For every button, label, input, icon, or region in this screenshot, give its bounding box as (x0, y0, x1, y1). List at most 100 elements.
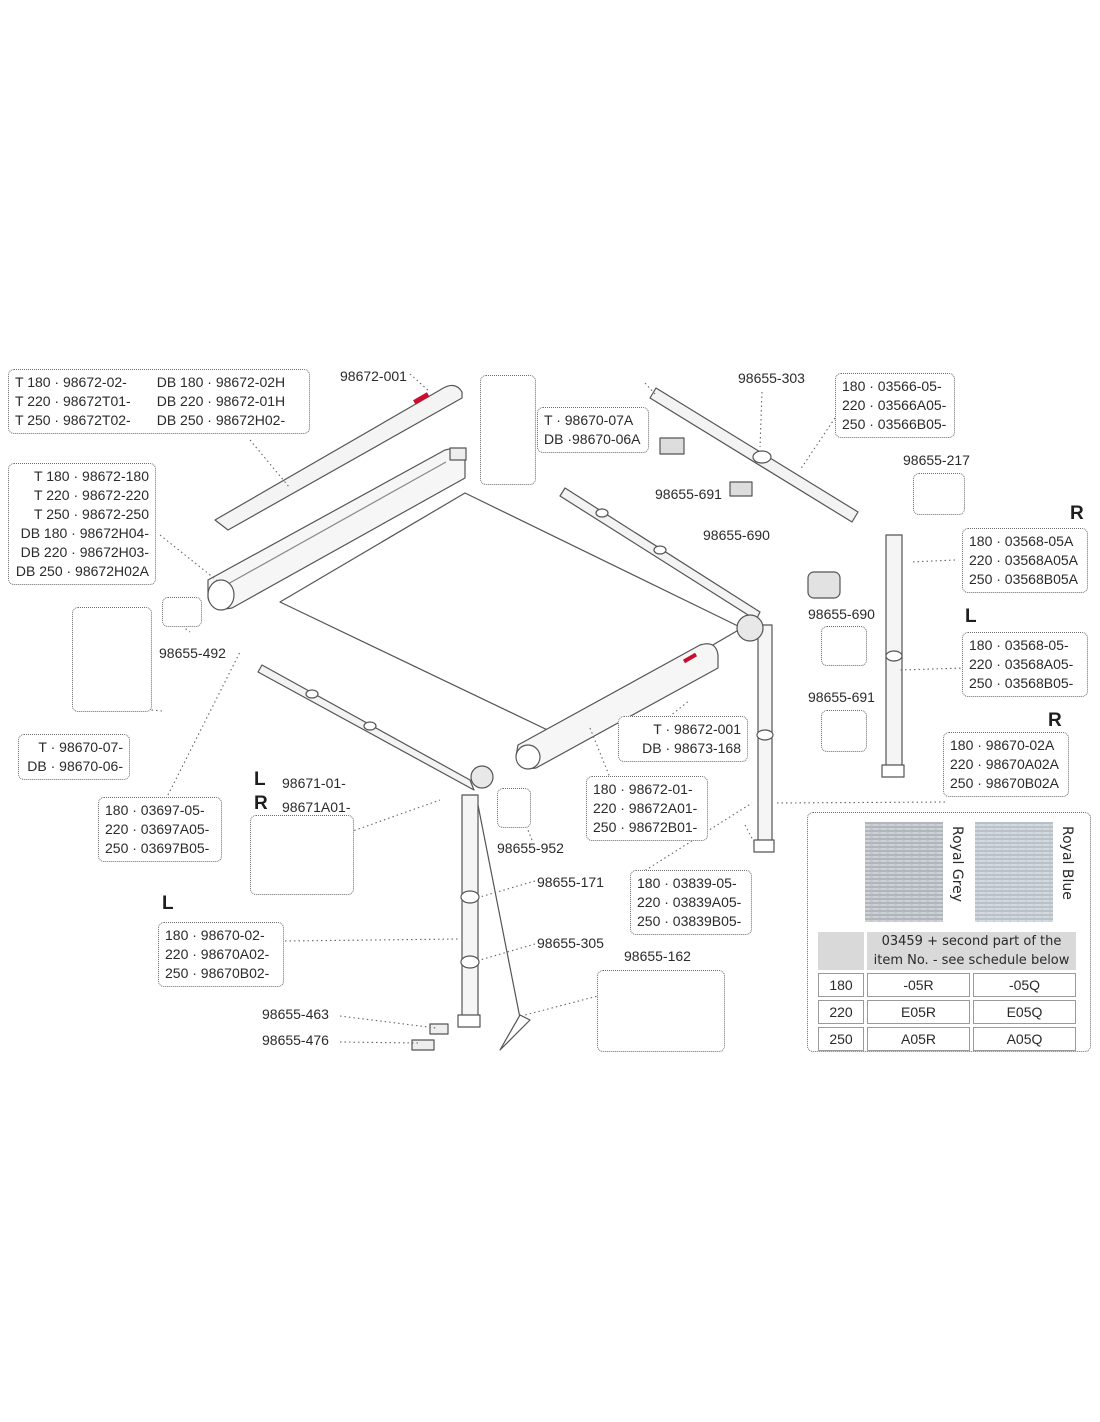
part-line: 220 · 03697A05- (105, 821, 210, 837)
part-line: T 250 · 98672T02- (15, 412, 131, 428)
part-line: 180 · 03839-05- (637, 875, 737, 891)
part-line: T 250 · 98672-250 (34, 506, 149, 522)
part-line: 250 · 03839B05- (637, 913, 742, 929)
side-mark-left: L (965, 606, 977, 627)
part-line: DB · 98673-168 (642, 740, 741, 756)
label-98655-217: 98655-217 (903, 452, 970, 468)
part-line: DB 180 · 98672-02H (156, 374, 286, 390)
part-line: DB · 98670-06- (27, 758, 123, 774)
blue-code-cell: A05Q (973, 1027, 1076, 1051)
part-line: 220 · 03839A05- (637, 894, 742, 910)
part-line: 250 · 03568B05- (969, 675, 1074, 691)
part-line: DB 180 · 98672H04- (20, 525, 149, 541)
left-leg (461, 794, 479, 1026)
part-line: 220 · 98670A02A (950, 756, 1059, 772)
grey-code-cell: E05R (867, 1000, 970, 1024)
clip-691-frame (821, 710, 867, 752)
schedule-corner (818, 932, 864, 970)
label-98672-001: 98672-001 (340, 368, 407, 384)
part-line: DB ·98670-06A (544, 431, 641, 447)
table-row: 250 A05R A05Q (818, 1027, 1076, 1051)
schedule-header: 03459 + second part of the item No. - se… (867, 932, 1076, 970)
part-line: 180 · 98672-01- (593, 781, 693, 797)
part-line: DB 250 · 98672H02- (156, 412, 286, 428)
cap-690 (729, 481, 753, 497)
swatch-royal-blue (975, 822, 1053, 922)
part-line: 220 · 03568A05- (969, 656, 1074, 672)
end-cap-right-frame (480, 375, 536, 485)
brand-logo-mark (413, 392, 430, 405)
table-row: 220 E05R E05Q (818, 1000, 1076, 1024)
storm-kit-frame (597, 970, 725, 1052)
label-98655-476: 98655-476 (262, 1032, 329, 1048)
part-line: 180 · 03566-05- (842, 378, 942, 394)
left-rafter-box: 180 · 03697-05- 220 · 03697A05- 250 · 03… (98, 797, 222, 862)
fabric-swatches (865, 822, 1053, 922)
front-profile-parts-box: T 180 · 98672-02- T 220 · 98672T01- T 25… (8, 369, 310, 434)
part-line: 250 · 98670B02- (165, 965, 270, 981)
part-line: 180 · 98670-02- (165, 927, 265, 943)
label-98655-303: 98655-303 (738, 370, 805, 386)
part-line: 220 · 03568A05A (969, 552, 1078, 568)
side-mark-left: L (162, 893, 174, 914)
mid-leg-box: 180 · 03839-05- 220 · 03839A05- 250 · 03… (630, 870, 752, 935)
part-line: 220 · 98670A02- (165, 946, 270, 962)
part-line: DB 220 · 98672H03- (20, 544, 149, 560)
right-leg-l-box: 180 · 03568-05- 220 · 03568A05- 250 · 03… (962, 632, 1088, 697)
part-line: 220 · 03566A05- (842, 397, 947, 413)
part-line: DB 220 · 98672-01H (156, 393, 286, 409)
part-line: 250 · 98672B01- (593, 819, 698, 835)
part-line: T · 98672-001 (653, 721, 741, 737)
part-line: DB 250 · 98672H02A (15, 563, 149, 579)
part-line: 250 · 03697B05- (105, 840, 210, 856)
blue-code-cell: E05Q (973, 1000, 1076, 1024)
grey-code-cell: -05R (867, 973, 970, 997)
side-mark-right: R (1070, 503, 1084, 524)
clip-691 (659, 437, 685, 455)
cover-profile (214, 384, 463, 531)
part-line: T 220 · 98672-220 (34, 487, 149, 503)
roller-cap-box: T · 98672-001 DB · 98673-168 (618, 716, 748, 762)
label-98655-690: 98655-690 (808, 606, 875, 622)
part-line: T 180 · 98672-02- (15, 374, 127, 390)
corner-joint (470, 765, 494, 789)
part-line: 180 · 03568-05- (969, 637, 1069, 653)
swatch-label-blue: Royal Blue (1059, 826, 1075, 900)
right-leg-r-box: 180 · 03568-05A 220 · 03568A05A 250 · 03… (962, 528, 1088, 593)
size-cell: 180 (818, 973, 864, 997)
swatch-royal-grey (865, 822, 943, 922)
schedule-header-line: item No. - see schedule below (873, 953, 1070, 968)
part-line: T · 98670-07A (544, 412, 634, 428)
swatch-label-grey: Royal Grey (949, 826, 965, 903)
part-line: 250 · 03566B05- (842, 416, 947, 432)
front-rail-box: 180 · 98672-01- 220 · 98672A01- 250 · 98… (586, 776, 708, 841)
part-line: 98671A01- (282, 799, 351, 815)
size-cell: 220 (818, 1000, 864, 1024)
part-line: T · 98670-07- (38, 739, 123, 755)
part-line: 180 · 03697-05- (105, 802, 205, 818)
label-98655-691: 98655-691 (655, 486, 722, 502)
part-line: T 180 · 98672-180 (34, 468, 149, 484)
blue-code-cell: -05Q (973, 973, 1076, 997)
top-joint (736, 614, 764, 642)
table-row: 180 -05R -05Q (818, 973, 1076, 997)
schedule-header-line: 03459 + second part of the (881, 934, 1062, 949)
part-line: 180 · 03568-05A (969, 533, 1074, 549)
label-98655-691: 98655-691 (808, 689, 875, 705)
side-mark-left: L (254, 769, 266, 790)
end-cap-left-frame (72, 607, 152, 712)
cap-690-frame (821, 626, 867, 666)
joint-parts-box (250, 815, 354, 895)
pin-952-frame (497, 788, 531, 828)
part-line: 250 · 03568B05A (969, 571, 1078, 587)
fabric-schedule-table: 03459 + second part of the item No. - se… (815, 929, 1079, 1054)
joint-part-numbers: 98671-01- 98671A01- (282, 771, 351, 819)
case-parts-box: T 180 · 98672-180 T 220 · 98672-220 T 25… (8, 463, 156, 585)
top-rafter-box: 180 · 03566-05- 220 · 03566A05- 250 · 03… (835, 373, 955, 438)
leg-lower-r-box: 180 · 98670-02A 220 · 98670A02A 250 · 98… (943, 732, 1069, 797)
side-mark-right: R (254, 793, 268, 814)
clip-492-frame (162, 597, 202, 627)
end-cap-right-box: T · 98670-07A DB ·98670-06A (537, 407, 649, 453)
